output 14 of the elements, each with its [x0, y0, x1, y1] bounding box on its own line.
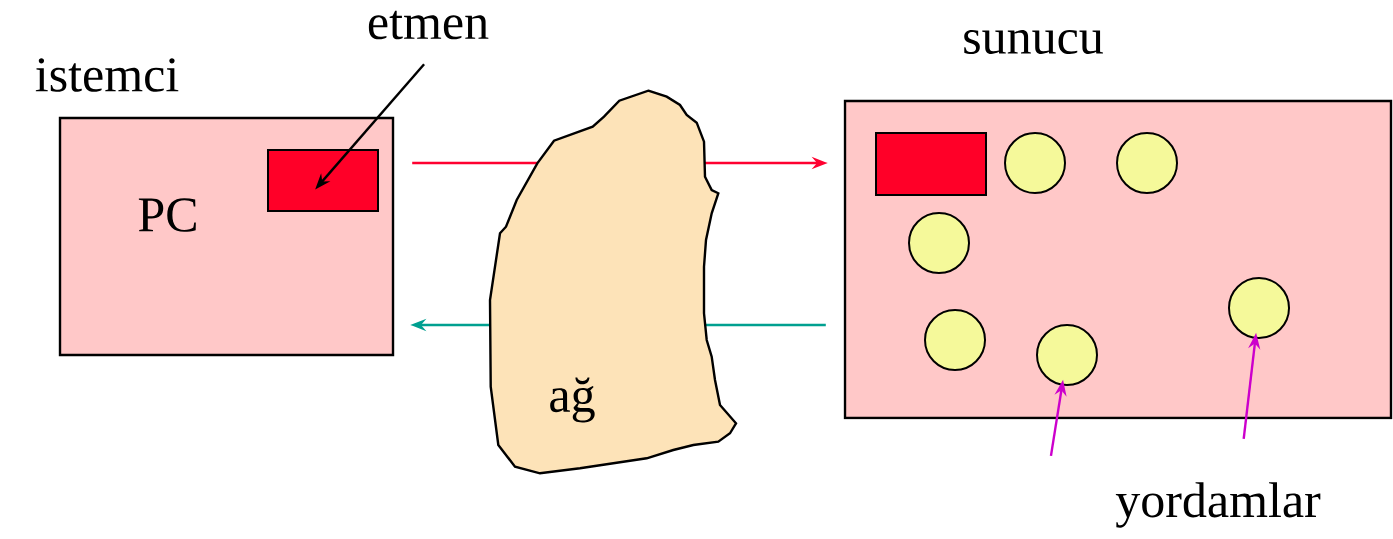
block — [267, 149, 379, 212]
node-label: istemci — [35, 58, 179, 92]
circle — [1004, 132, 1066, 194]
circle — [924, 309, 986, 371]
circle — [1228, 277, 1290, 339]
block — [875, 132, 987, 196]
circle — [1036, 324, 1098, 386]
label-text: etmen — [368, 10, 489, 40]
label-text: yordamlar — [1115, 482, 1321, 528]
circle — [908, 212, 970, 274]
cloud-label: ağ — [550, 377, 595, 423]
node-label: sunucu — [964, 29, 1103, 55]
circle — [1116, 132, 1178, 194]
computer-box: istemci PC — [35, 58, 395, 357]
